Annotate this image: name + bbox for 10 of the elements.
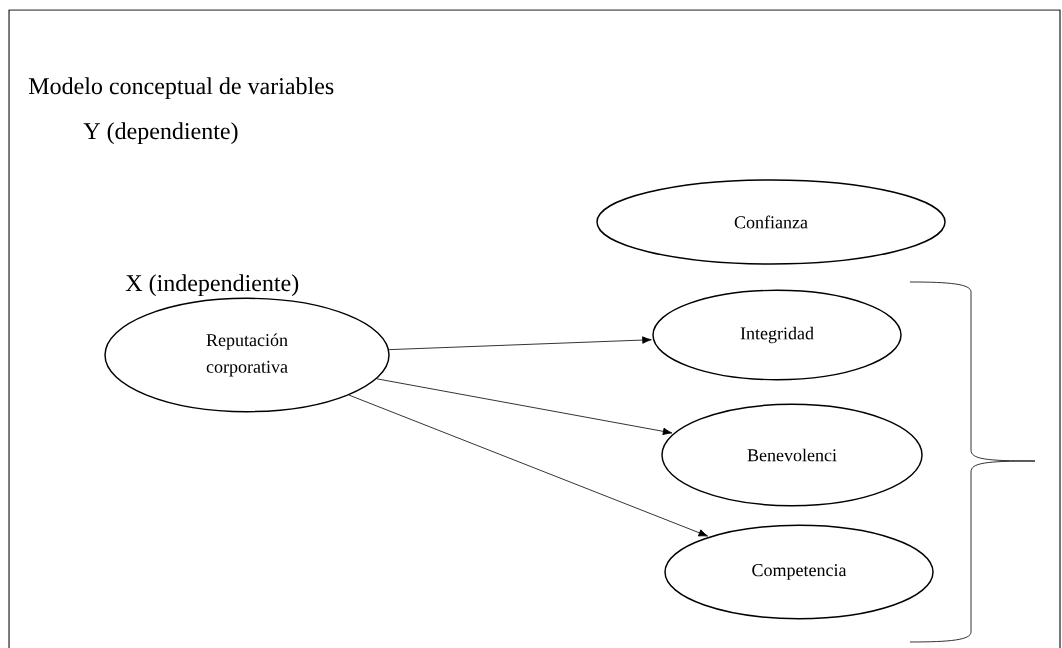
arrow xyxy=(348,394,709,537)
ellipse-node: Integridad xyxy=(652,289,902,381)
ellipse-node: Benevolenci xyxy=(661,403,923,507)
ellipse-node: Confianza xyxy=(596,179,946,265)
arrow xyxy=(388,336,652,351)
variable-label: Y (dependiente) xyxy=(83,122,238,145)
arrow xyxy=(376,378,673,436)
ellipse-node: Competencia xyxy=(664,524,934,620)
ellipse-node: Reputación corporativa xyxy=(104,297,390,413)
title: Modelo conceptual de variables xyxy=(28,77,334,100)
